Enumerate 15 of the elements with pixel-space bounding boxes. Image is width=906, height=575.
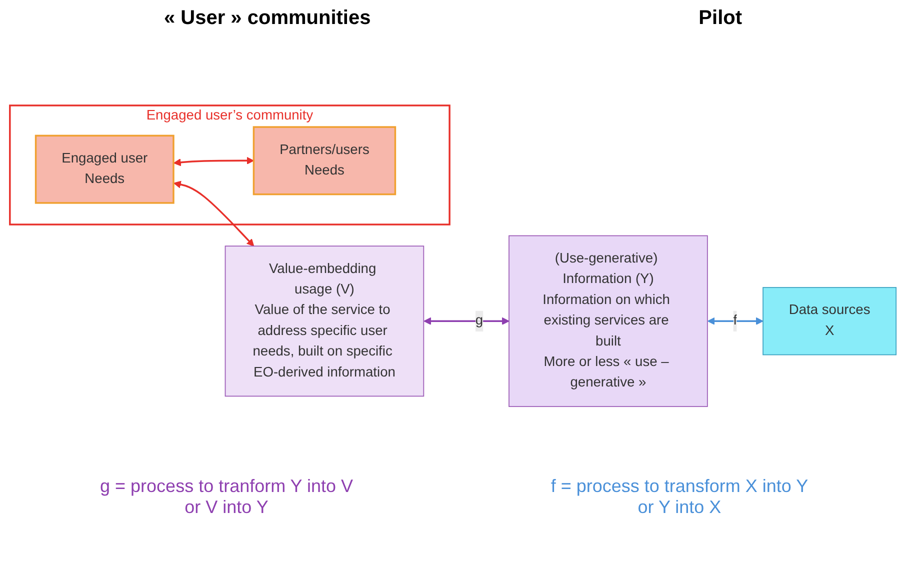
arrow [174,180,254,246]
arrow [174,156,254,166]
node-box: Partners/users Needs [252,126,396,196]
arrow [424,317,510,325]
note: f = process to transform X into Y or Y into X [550,476,810,518]
heading: « User » communities [164,6,371,30]
arrow [707,317,764,325]
node-box: Data sources X [762,287,897,356]
node-box: Engaged user Needs [34,134,174,204]
note: g = process to tranform Y into V or V into Y [99,476,354,518]
node-box: Value-embedding usage (V) Value of the service to address specific user needs, built on specific EO-derived information [224,246,424,397]
edge-label: g [475,313,484,328]
heading: Pilot [698,6,742,30]
edge-label: f [733,313,738,328]
node-box: (Use-generative) Information (Y) Information on which existing services are built More or less « use – generative » [508,235,708,407]
